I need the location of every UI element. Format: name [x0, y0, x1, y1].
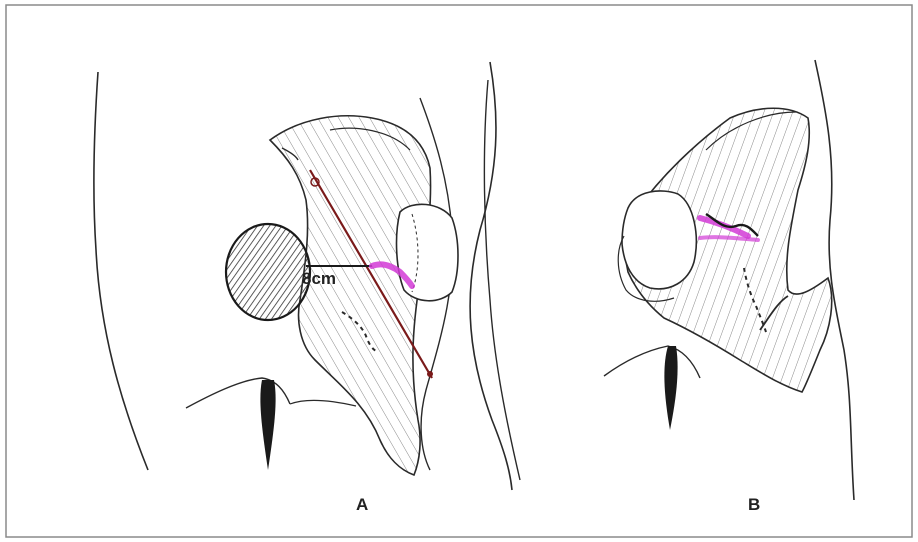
measurement-label: 8cm [302, 269, 336, 288]
wound-defect [226, 224, 310, 320]
incision-end-marker [427, 371, 433, 377]
skin-island-b [622, 191, 696, 289]
panel-label-a: A [356, 495, 368, 514]
skin-island-a [397, 204, 458, 300]
panel-label-b: B [748, 495, 760, 514]
